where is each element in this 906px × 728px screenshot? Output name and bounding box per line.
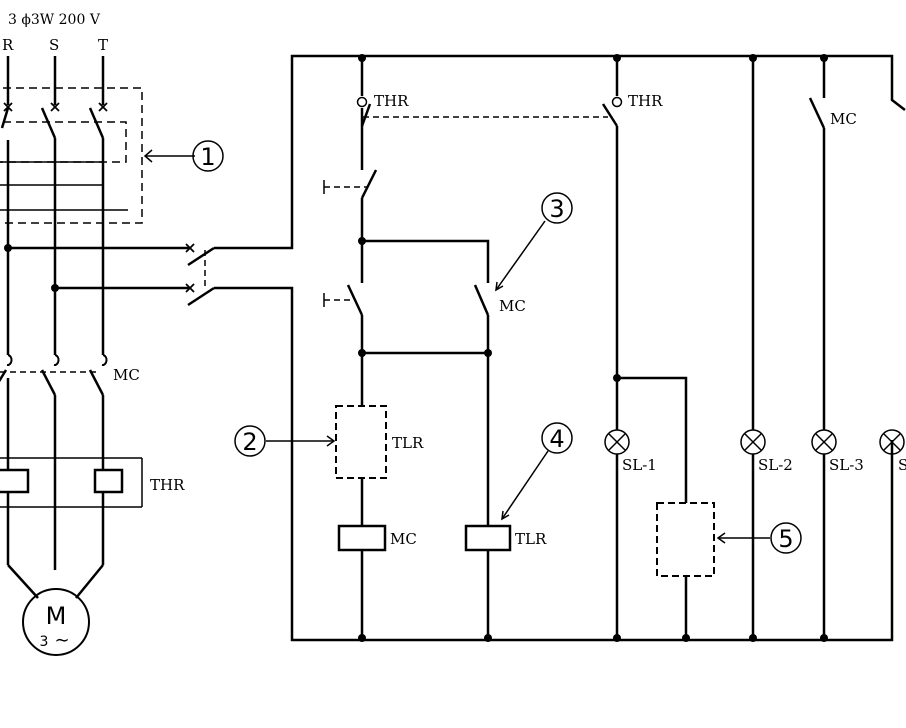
callout-4: [541, 422, 573, 454]
phase-s-label: S: [49, 36, 59, 54]
mc-aux-contact-label: MC: [499, 297, 526, 315]
thr-contact-left: [356, 96, 368, 108]
lamp-s-label: S: [898, 456, 906, 474]
callout-3-number: 3: [549, 195, 564, 223]
lamp-sl-3: [811, 429, 837, 455]
mc-contact-label: MC: [830, 110, 857, 128]
mc-main-contacts: [6, 354, 108, 366]
callout-4-number: 4: [549, 425, 564, 453]
tlr-dashed-box: [335, 405, 387, 479]
lamp-sl-1: [604, 429, 630, 455]
callout-5-dashed-box: [656, 502, 715, 577]
motor-phase-label: 3: [40, 634, 49, 650]
callout-5: [770, 522, 802, 554]
lamp-sl-1-label: SL-1: [622, 456, 657, 474]
motor-m-label: M: [46, 602, 67, 630]
phase-t-label: T: [98, 36, 108, 54]
phase-r-label: R: [2, 36, 14, 54]
tlr-coil: [464, 524, 512, 552]
motor-symbol: [22, 588, 90, 656]
callout-3: [541, 192, 573, 224]
lamp-s: [879, 429, 905, 455]
breaker-dashed-box: [0, 87, 143, 224]
breaker-inner-dashed-box: [0, 121, 127, 163]
breaker-x-marks: [3, 102, 195, 293]
mc-coil-label: MC: [390, 530, 417, 548]
thermal-relay-label: THR: [150, 476, 185, 494]
mc-main-contact-label: MC: [113, 366, 140, 384]
thr-contact-right-label: THR: [628, 92, 663, 110]
motor-ac-label: ∼: [54, 630, 69, 651]
control-junctions: [358, 54, 828, 642]
thr-contact-right: [611, 96, 623, 108]
lamp-sl-2-label: SL-2: [758, 456, 793, 474]
callout-2-number: 2: [242, 428, 257, 456]
lamp-sl-2: [740, 429, 766, 455]
main-circuit: [0, 54, 906, 642]
callout-4-arrow: [501, 450, 549, 520]
control-circuit: [337, 56, 826, 640]
tlr-box-label: TLR: [392, 434, 424, 452]
callout-1: [192, 140, 224, 172]
thr-contact-left-label: THR: [374, 92, 409, 110]
supply-label: 3 ϕ3W 200 V: [8, 12, 101, 28]
callout-3-arrow: [495, 220, 546, 291]
callout-2: [234, 425, 266, 457]
tlr-coil-label: TLR: [515, 530, 547, 548]
lamp-sl-3-label: SL-3: [829, 456, 864, 474]
mc-coil: [337, 524, 387, 552]
callout-1-number: 1: [200, 143, 215, 171]
main-circuit-junctions: [4, 244, 59, 292]
callout-5-number: 5: [778, 525, 793, 553]
